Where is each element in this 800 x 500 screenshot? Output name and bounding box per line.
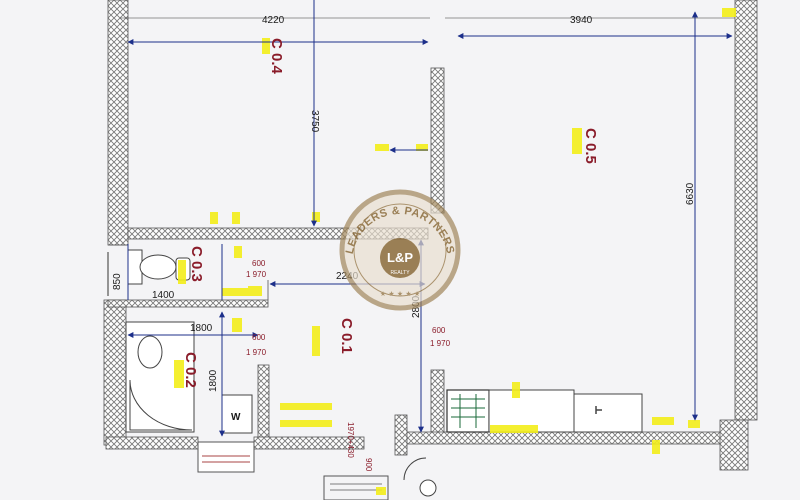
door-1-width: 600 <box>252 259 266 268</box>
door-2-width: 600 <box>252 333 266 342</box>
watermark-logo: LEADERS & PARTNERS L&P REALTY ★ ★ ★ ★ ★ <box>339 189 461 311</box>
door-3-height: 1 970 <box>430 339 451 348</box>
washer-icon <box>221 394 253 434</box>
bathtub-icon <box>125 321 195 433</box>
room-label-c01: C 0.1 <box>338 318 355 354</box>
door-swing <box>403 457 427 481</box>
room-label-c05: C 0.5 <box>582 128 599 164</box>
wall-wc-bath <box>107 299 269 308</box>
dim-wc-depth: 850 <box>112 273 123 290</box>
wall-corner-right <box>719 419 749 471</box>
door-2-height: 1 970 <box>246 348 267 357</box>
dim-wc-width: 1400 <box>152 290 175 301</box>
fridge-icon <box>573 393 643 433</box>
door-3-width: 600 <box>432 326 446 335</box>
entrance-width: 900 <box>364 458 373 472</box>
wall-left-upper <box>107 0 129 246</box>
watermark-logo-text: L&P <box>387 250 413 265</box>
dim-bath-height: 1800 <box>208 369 219 392</box>
watermark-stars: ★ ★ ★ ★ ★ <box>380 290 420 298</box>
dim-bath-width: 1800 <box>190 323 213 334</box>
wall-left-lower <box>103 299 127 446</box>
stove-icon <box>446 389 490 433</box>
toilet-icon <box>127 249 177 285</box>
wall-center-lower <box>430 369 445 439</box>
wall-right <box>734 0 758 421</box>
bath-sink-icon <box>137 335 163 369</box>
wall-bottom-left <box>105 436 199 450</box>
dim-right-room-height: 6630 <box>685 182 696 205</box>
washer-label: W <box>231 412 241 423</box>
window-bottom <box>197 441 255 473</box>
watermark-sub: REALTY <box>390 270 410 276</box>
dim-top-left-width: 4220 <box>262 15 285 26</box>
door-1-height: 1 970 <box>246 270 267 279</box>
wall-bath-right <box>257 364 270 444</box>
wall-center-upper <box>430 67 445 214</box>
entrance-size: 1970+430 <box>346 422 355 458</box>
walls <box>103 0 758 500</box>
entrance-frame <box>323 475 389 500</box>
dim-top-right-width: 3940 <box>570 15 593 26</box>
wall-bottom-right <box>397 431 747 445</box>
room-label-c04: C 0.4 <box>268 38 285 75</box>
room-label-c03: C 0.3 <box>188 246 205 282</box>
room-label-c02: C 0.2 <box>182 352 199 388</box>
dim-left-room-height: 3750 <box>309 110 320 133</box>
wall-kitchen-stub <box>394 414 408 456</box>
highlights <box>174 8 736 495</box>
